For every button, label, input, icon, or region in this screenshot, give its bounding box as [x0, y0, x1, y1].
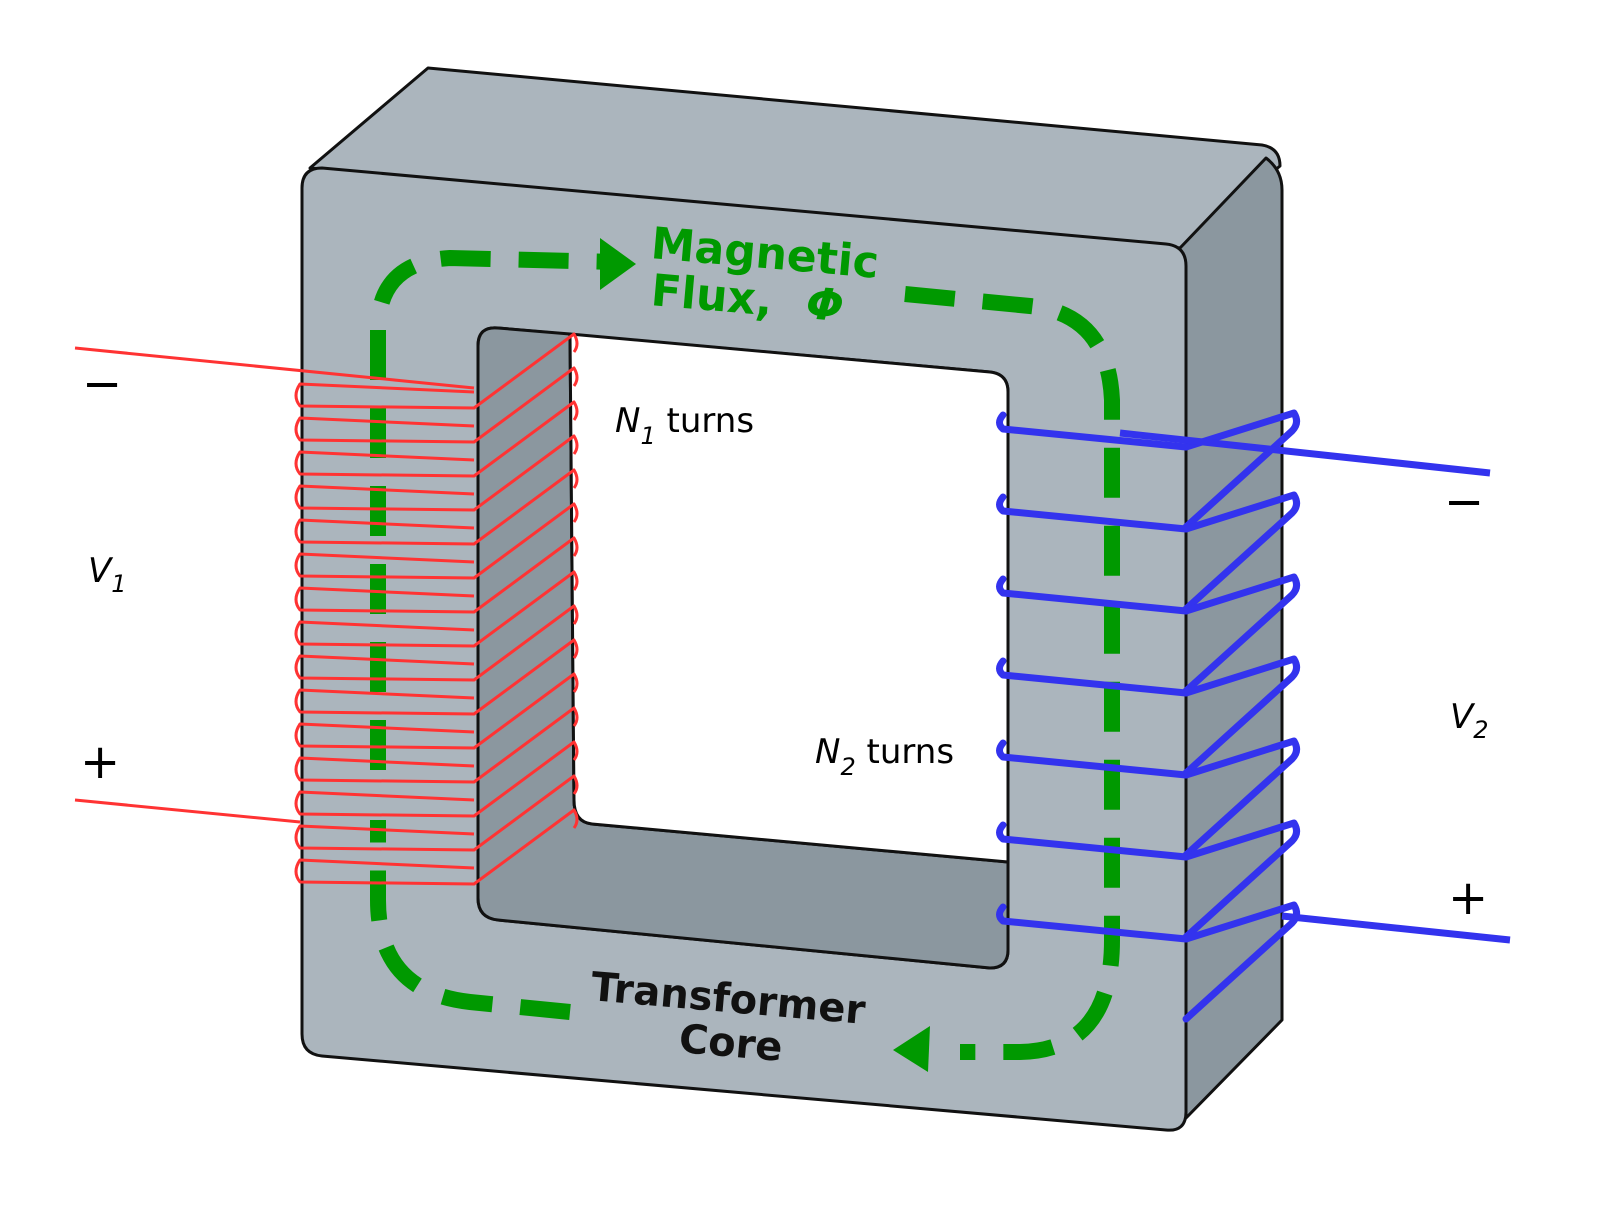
secondary-lead-bottom	[1281, 912, 1511, 944]
primary-turn	[294, 400, 579, 478]
secondary-leads	[1119, 429, 1511, 944]
secondary-lead-top	[1119, 429, 1491, 477]
flux-arrow-top	[600, 238, 636, 290]
flux-label-line2: Flux,	[649, 265, 775, 326]
primary-turn	[294, 638, 579, 716]
primary-turn	[294, 468, 579, 546]
primary-turn	[294, 740, 579, 818]
primary-turn	[294, 604, 579, 682]
primary-minus-sign: −	[82, 356, 122, 412]
secondary-turn	[996, 491, 1301, 613]
secondary-turn	[996, 737, 1301, 859]
secondary-turn	[996, 655, 1301, 777]
transformer-core	[300, 66, 1284, 1132]
primary-leads	[74, 346, 475, 824]
v2-label: V2	[1450, 697, 1489, 744]
primary-lead-top	[74, 346, 475, 390]
flux-loop	[370, 249, 1120, 1060]
secondary-turn	[996, 819, 1301, 941]
primary-turn	[294, 366, 579, 444]
flux-arrow-bottom	[893, 1026, 930, 1072]
primary-turn	[294, 332, 579, 410]
secondary-turn	[996, 573, 1301, 695]
magnetic-flux-path	[370, 238, 1120, 1072]
v1-label: V1	[88, 551, 127, 598]
primary-turn	[294, 434, 579, 512]
secondary-plus-sign: +	[1448, 870, 1488, 926]
primary-turn	[294, 706, 579, 784]
primary-winding	[294, 332, 579, 886]
secondary-minus-sign: −	[1444, 474, 1484, 530]
primary-turn	[294, 808, 579, 886]
primary-turn	[294, 502, 579, 580]
core-top-face	[308, 66, 1282, 250]
primary-turn	[294, 774, 579, 852]
primary-turn	[294, 536, 579, 614]
n1-label: N1 turns	[615, 401, 754, 450]
n2-label: N2 turns	[815, 732, 954, 781]
primary-turn	[294, 672, 579, 750]
flux-symbol: Φ	[804, 278, 846, 332]
primary-turn	[294, 570, 579, 648]
primary-plus-sign: +	[80, 734, 120, 790]
core-label-line2: Core	[677, 1016, 784, 1071]
secondary-turn	[996, 409, 1301, 531]
primary-lead-bottom	[74, 798, 301, 824]
